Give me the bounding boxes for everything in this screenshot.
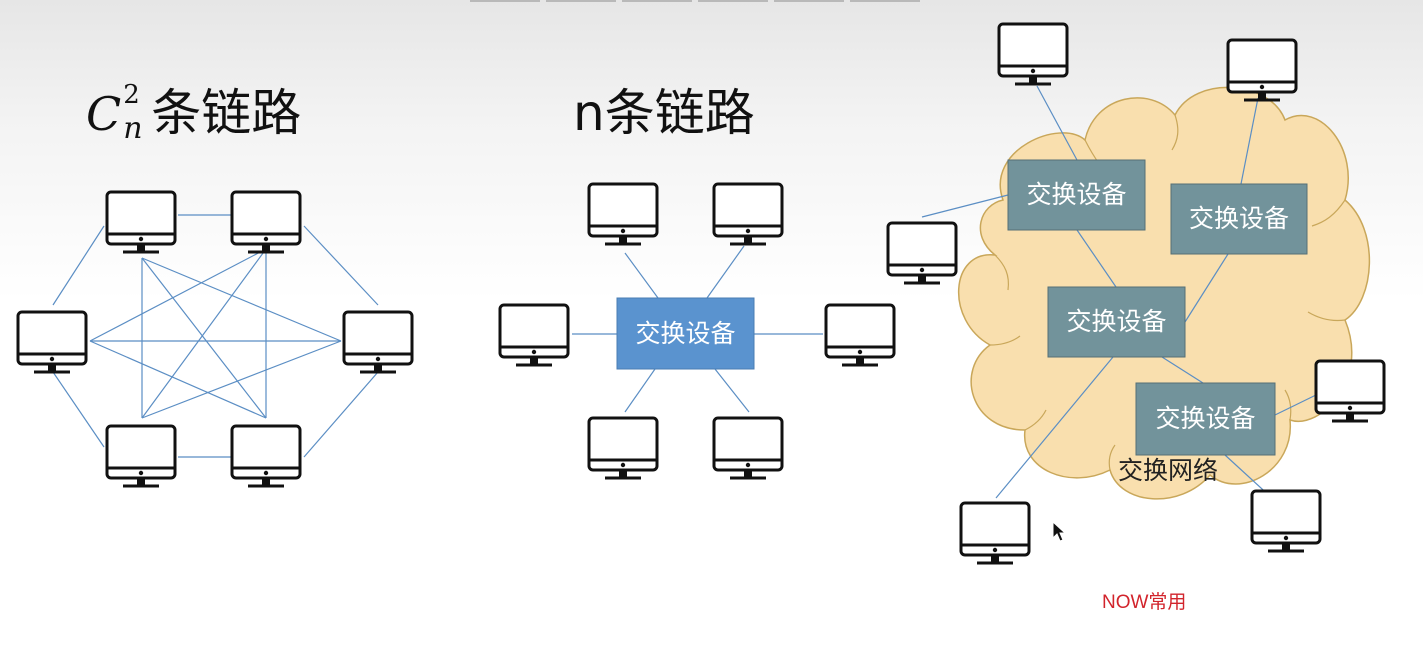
- computer-icon: [824, 303, 896, 367]
- combination-symbol: C: [86, 87, 122, 141]
- computer-icon: [712, 416, 784, 480]
- computer-icon: [886, 221, 958, 285]
- toolbar-tab[interactable]: [698, 0, 768, 2]
- computer-icon: [105, 424, 177, 488]
- computer-icon: [1226, 38, 1298, 102]
- computer-icon: [498, 303, 570, 367]
- cloud-switch: 交换设备: [1170, 183, 1308, 255]
- link: [706, 245, 745, 299]
- link: [714, 368, 750, 413]
- link: [1274, 393, 1319, 416]
- computer-icon: [587, 182, 659, 246]
- computer-icon: [105, 190, 177, 254]
- cloud-links: [921, 85, 1319, 501]
- network-label: 交换网络: [1118, 456, 1218, 485]
- link: [141, 248, 267, 419]
- cloud-switch: 交换设备: [1007, 159, 1146, 231]
- computer-icon: [1250, 489, 1322, 553]
- computer-icon: [1314, 359, 1386, 423]
- cloud-switch-label: 交换设备: [1189, 204, 1289, 233]
- cloud-switch: 交换设备: [1047, 286, 1186, 358]
- combination-superscript: 2: [123, 80, 140, 110]
- toolbar-tab[interactable]: [470, 0, 540, 2]
- note-label: NOW常用: [1102, 592, 1187, 613]
- link: [89, 340, 267, 419]
- combination-subscript: n: [123, 111, 143, 146]
- computer-icon: [997, 22, 1069, 86]
- link: [52, 371, 105, 448]
- link: [624, 368, 656, 413]
- computer-icon: [587, 416, 659, 480]
- link: [1240, 97, 1259, 185]
- cloud-switches: 交换设备 交换设备 交换设备 交换设备: [1007, 159, 1308, 456]
- computer-icon: [342, 310, 414, 374]
- link: [1076, 229, 1117, 288]
- star-links: [572, 245, 823, 413]
- cloud-switch-label: 交换设备: [1026, 180, 1126, 209]
- link: [89, 248, 267, 342]
- full-mesh-title-text: 条链路: [151, 84, 302, 142]
- full-mesh-computers: [16, 190, 414, 488]
- link: [141, 340, 342, 419]
- link: [921, 194, 1009, 218]
- computer-icon: [712, 182, 784, 246]
- cloud-switch: 交换设备: [1135, 382, 1276, 456]
- link: [624, 252, 659, 299]
- star-title: n条链路: [573, 84, 755, 142]
- link: [303, 225, 379, 306]
- full-mesh-links: [52, 214, 379, 458]
- mouse-pointer-icon: [1052, 521, 1067, 542]
- cloud-switch-label: 交换设备: [1155, 404, 1255, 433]
- link: [1036, 85, 1078, 161]
- computer-icon: [230, 424, 302, 488]
- link: [1184, 253, 1229, 323]
- computer-icon: [959, 501, 1031, 565]
- computer-icon: [230, 190, 302, 254]
- cloud-switch-label: 交换设备: [1066, 307, 1166, 336]
- link: [141, 257, 342, 342]
- toolbar-tab[interactable]: [546, 0, 616, 2]
- computer-icon: [16, 310, 88, 374]
- link: [995, 356, 1114, 499]
- toolbar-tab[interactable]: [622, 0, 692, 2]
- star-switch: 交换设备: [616, 297, 755, 370]
- link: [141, 257, 267, 419]
- toolbar-tab[interactable]: [774, 0, 844, 2]
- link: [1161, 356, 1204, 384]
- link: [52, 225, 105, 306]
- link: [303, 371, 379, 458]
- toolbar-tab[interactable]: [850, 0, 920, 2]
- star-switch-label: 交换设备: [635, 319, 735, 348]
- top-toolbar-strip: [470, 0, 920, 2]
